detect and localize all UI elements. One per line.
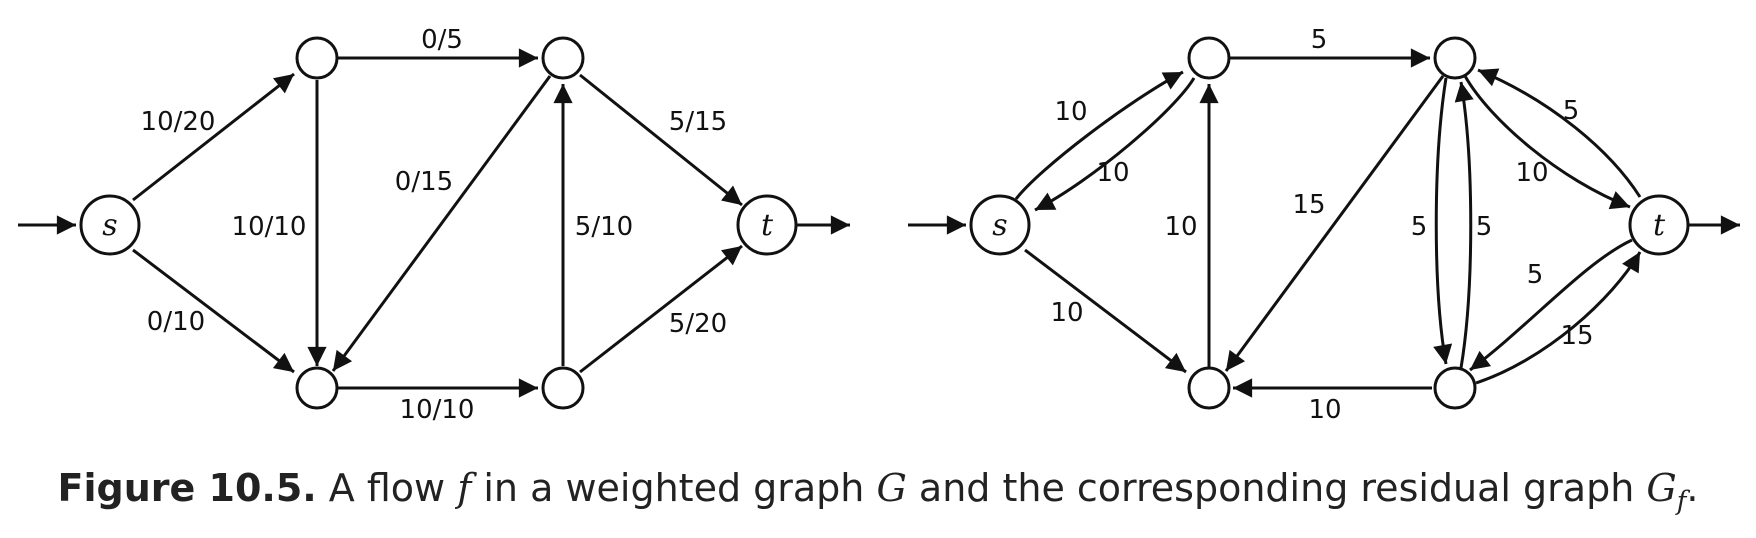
flow-node-c (295, 366, 339, 410)
caption-var-G: G (876, 466, 907, 510)
figure-number: Figure 10.5. (57, 466, 317, 510)
residual-node-label-s: s (992, 208, 1007, 243)
flow-edge-label: 10/20 (141, 107, 216, 137)
residual-edge-b-t (1463, 75, 1631, 210)
caption-text: A flow (316, 466, 458, 510)
flow-edge-s-a (132, 72, 295, 202)
caption-text: and the corresponding residual graph (906, 466, 1647, 510)
residual-edge-label: 10 (1054, 97, 1087, 127)
residual-edge-label: 15 (1292, 190, 1325, 220)
flow-graph: 10/20 0/10 0/5 10/10 0/15 5/15 5/10 10/1… (18, 25, 851, 425)
residual-edge-t-d (1469, 238, 1633, 372)
residual-edge-label: 15 (1560, 321, 1593, 351)
flow-edge-label: 10/10 (232, 212, 307, 242)
residual-edge-label: 10 (1096, 158, 1129, 188)
flow-edge-b-c (331, 75, 552, 372)
residual-edge-t-b (1477, 68, 1642, 198)
residual-edge-d-t (1475, 251, 1642, 385)
residual-node-a (1187, 36, 1231, 80)
residual-edge-label: 10 (1308, 395, 1341, 425)
flow-edge-label: 0/15 (395, 167, 453, 197)
residual-node-t (1628, 194, 1690, 256)
residual-edge-a-s (1034, 77, 1196, 212)
residual-edge-label: 5 (1563, 96, 1580, 126)
residual-edge-b-c (1224, 75, 1445, 372)
residual-node-label-t: t (1653, 208, 1666, 243)
residual-edge-s-c (1024, 248, 1187, 374)
caption-text: in a weighted graph (471, 466, 877, 510)
flow-edge-b-t (579, 73, 743, 207)
residual-graph: 10 10 10 5 10 15 5 5 10 5 5 15 10 s t (908, 25, 1741, 425)
flow-edge-s-c (132, 248, 295, 374)
residual-node-d (1433, 366, 1477, 410)
figure-caption: Figure 10.5. A flow f in a weighted grap… (0, 466, 1756, 517)
flow-edge-label: 10/10 (400, 395, 475, 425)
flow-node-label-s: s (102, 208, 117, 243)
residual-edge-s-a (1014, 70, 1184, 200)
residual-edge-label: 5 (1411, 212, 1428, 242)
flow-edge-label: 5/15 (669, 107, 727, 137)
residual-edge-b-d (1433, 77, 1453, 365)
residual-edge-label: 5 (1311, 25, 1328, 55)
caption-text: . (1686, 466, 1699, 510)
flow-edge-label: 0/10 (147, 307, 205, 337)
flow-edge-label: 5/20 (669, 309, 727, 339)
flow-node-t (736, 194, 798, 256)
residual-node-b (1433, 36, 1477, 80)
flow-node-d (541, 366, 585, 410)
flow-node-b (541, 36, 585, 80)
caption-var-f: f (457, 466, 472, 510)
flow-edge-d-t (579, 244, 743, 374)
residual-node-s (969, 194, 1031, 256)
residual-edge-label: 5 (1476, 212, 1493, 242)
flow-node-s (79, 194, 141, 256)
flow-edge-label: 5/10 (575, 212, 633, 242)
flow-node-label-t: t (761, 208, 774, 243)
residual-edge-label: 10 (1515, 158, 1548, 188)
residual-edge-label: 5 (1527, 260, 1544, 290)
flow-node-a (295, 36, 339, 80)
residual-edge-label: 10 (1050, 298, 1083, 328)
caption-var-Gf-subscript: f (1676, 486, 1687, 517)
flow-edge-label: 0/5 (421, 25, 463, 55)
residual-edge-d-b (1454, 81, 1474, 369)
residual-edge-label: 10 (1164, 212, 1197, 242)
caption-var-Gf: G (1646, 466, 1677, 510)
residual-node-c (1187, 366, 1231, 410)
